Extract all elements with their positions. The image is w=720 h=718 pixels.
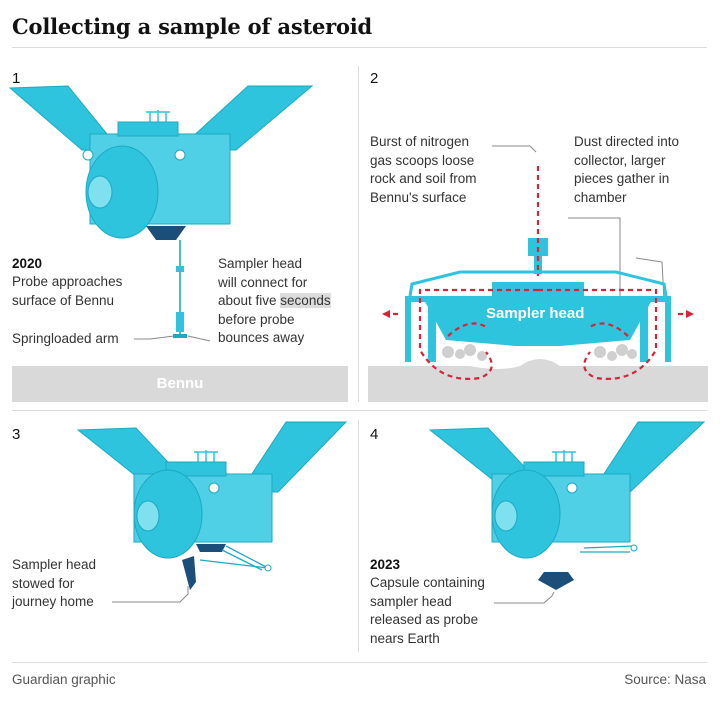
arm-label: Springloaded arm	[12, 331, 119, 346]
panel-divider-bottom	[358, 420, 359, 652]
released-capsule	[538, 572, 574, 590]
sample-capsule	[146, 226, 186, 240]
footer-divider	[12, 662, 707, 663]
high-gain-antenna	[85, 145, 159, 239]
capsule-release-illustration	[428, 421, 706, 604]
sampler-head-note: Sampler head will connect for about five…	[218, 256, 331, 345]
bennu-label: Bennu	[156, 375, 204, 392]
probe-stowed-illustration	[76, 421, 348, 603]
stowed-caption: Sampler head stowed for journey home	[12, 557, 97, 609]
year-2020: 2020	[12, 256, 43, 271]
title-divider	[12, 47, 707, 48]
panel-number: 1	[12, 70, 21, 87]
approach-caption: Probe approaches surface of Bennu	[12, 274, 123, 308]
panel-number: 4	[370, 426, 379, 443]
capsule-caption: Capsule containing sampler head released…	[370, 575, 485, 646]
row-divider	[12, 410, 707, 411]
nitrogen-flow	[384, 166, 692, 380]
bennu-surface: Bennu	[12, 366, 348, 402]
stowed-sampler-head	[182, 556, 196, 590]
year-2023: 2023	[370, 557, 401, 572]
sampler-head-label: Sampler head	[486, 305, 585, 322]
folded-arm	[199, 545, 269, 571]
page-title: Collecting a sample of asteroid	[12, 14, 373, 39]
nitrogen-note: Burst of nitrogen gas scoops loose rock …	[370, 134, 477, 205]
sampler-head-body	[424, 300, 652, 346]
sampler-head-diagram	[368, 145, 708, 402]
collected-pebbles	[442, 344, 637, 361]
panel-number: 2	[370, 70, 379, 87]
source-text: Source: Nasa	[624, 672, 706, 687]
panel-divider-top	[358, 66, 359, 402]
asteroid-ground	[368, 359, 708, 402]
dust-note: Dust directed into collector, larger pie…	[574, 134, 680, 205]
high-gain-antenna	[133, 469, 203, 559]
credit-text: Guardian graphic	[12, 672, 116, 687]
high-gain-antenna	[491, 469, 561, 559]
antenna-icon	[146, 110, 170, 122]
probe-approach-illustration	[8, 85, 314, 342]
panel-number: 3	[12, 426, 21, 443]
